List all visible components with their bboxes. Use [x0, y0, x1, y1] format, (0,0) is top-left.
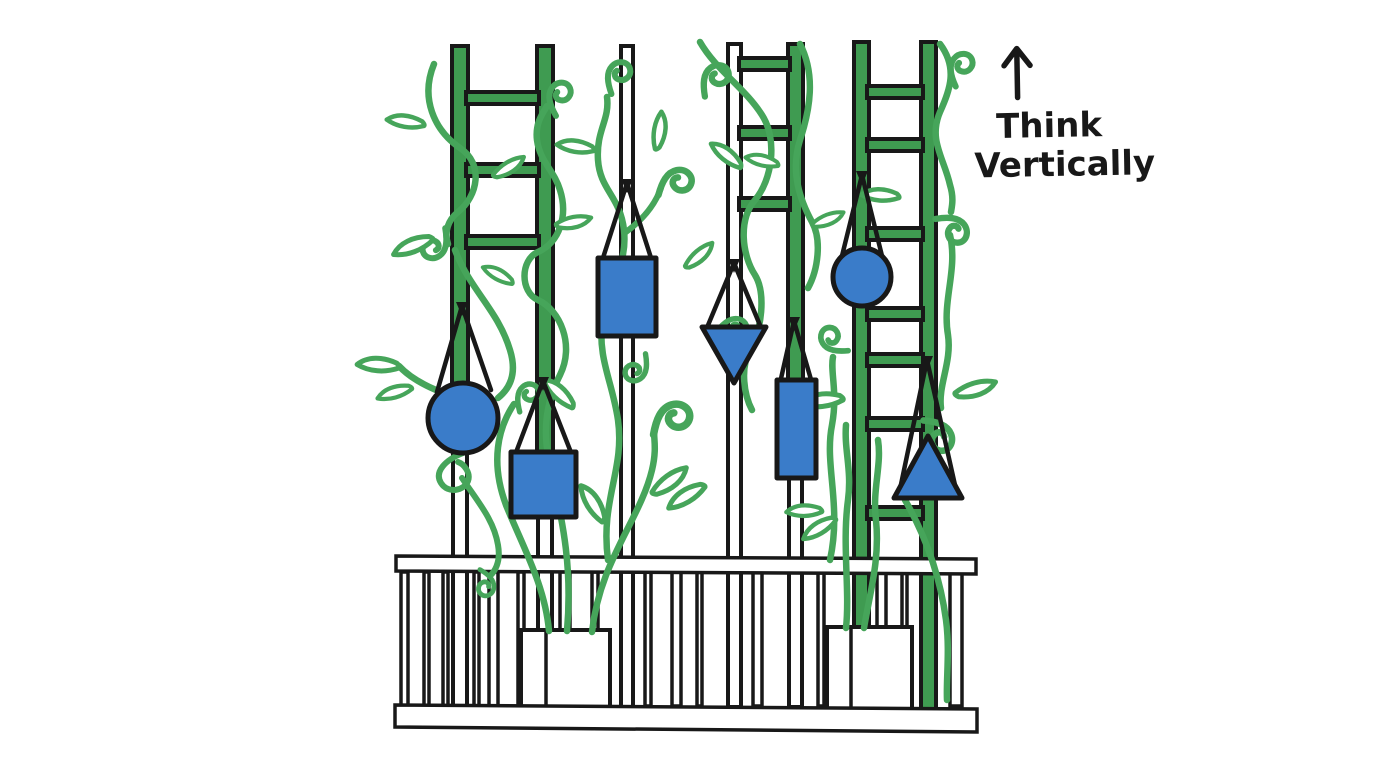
planter-circle — [425, 380, 501, 456]
annotation: Think Vertically — [974, 45, 1156, 186]
hanging-planter-rectangle — [774, 317, 819, 481]
planter-pot — [519, 628, 612, 712]
floor-planter-left — [519, 628, 612, 712]
ladder-rung — [737, 56, 792, 72]
vine-stem — [451, 246, 517, 402]
vine-leaf — [378, 376, 413, 409]
hanging-planter-circle-left — [425, 302, 501, 456]
hanger-knot — [728, 259, 740, 273]
hanger-string — [512, 378, 575, 458]
vine-stem — [826, 353, 838, 564]
baluster — [816, 570, 826, 708]
railing-bottom-rail — [393, 703, 979, 734]
hanger-string — [777, 318, 815, 386]
vine-stem — [860, 436, 883, 632]
hanger-knot — [621, 179, 633, 193]
baluster — [422, 570, 431, 708]
vine-leaf — [684, 243, 713, 268]
hanger-knot — [788, 317, 800, 331]
hanger-string — [434, 303, 494, 395]
planter-triangle — [699, 324, 769, 386]
hanger-knot — [856, 171, 868, 185]
baluster — [441, 570, 450, 708]
hanging-planter-square-pole — [595, 179, 659, 339]
vine-stem — [842, 421, 853, 632]
vine-stem — [588, 423, 659, 636]
vine-curl — [935, 214, 968, 246]
planter-pot — [825, 625, 914, 711]
vine-curl — [654, 401, 692, 440]
vine-stem — [937, 231, 956, 412]
baluster — [670, 570, 683, 708]
baluster — [399, 570, 410, 708]
ladder-rung — [865, 416, 925, 432]
annotation-line-1: Think — [996, 105, 1104, 147]
ladder-rung — [865, 352, 925, 368]
vine-leaf — [576, 486, 608, 523]
floor-planter-right — [825, 625, 914, 711]
baluster — [948, 570, 964, 708]
vine-stem — [901, 496, 952, 704]
ladder-rung — [865, 226, 925, 242]
ladder-rung — [865, 84, 925, 100]
hanger-string — [837, 172, 887, 267]
ladder-rung — [737, 125, 792, 141]
vine-stem — [792, 40, 821, 292]
baluster — [751, 570, 764, 708]
ladder-rung — [865, 306, 925, 322]
vine-stem — [435, 450, 502, 579]
ladder-rung — [464, 234, 541, 250]
baluster — [695, 570, 704, 708]
ladder-rail — [786, 42, 805, 436]
vine-leaf — [639, 112, 678, 151]
ladder-rail — [852, 40, 871, 632]
hanging-planter-circle-right — [830, 171, 894, 309]
planter-square — [595, 255, 659, 339]
planter-triangle — [891, 433, 965, 501]
hanger-string — [703, 260, 765, 333]
planter-circle — [830, 245, 894, 309]
vine-curl — [658, 166, 694, 203]
vine-stem — [425, 60, 479, 248]
hanger-knot — [921, 356, 933, 370]
up-arrow-icon — [1001, 45, 1033, 101]
ladder-rung — [464, 90, 541, 106]
vine-leaf — [557, 128, 596, 167]
vine-curl — [820, 326, 848, 353]
annotation-line-2: Vertically — [974, 143, 1155, 186]
hanging-planter-triangle-up — [891, 356, 965, 501]
hanger-string — [599, 180, 655, 264]
hanging-planter-triangle-down — [699, 259, 769, 386]
planter-square — [508, 449, 579, 520]
vine-leaf — [387, 103, 426, 142]
vine-stem — [494, 400, 553, 635]
planter-rectangle — [774, 377, 819, 481]
hanger-knot — [537, 377, 549, 391]
hanging-planter-square-left — [508, 377, 579, 520]
vine-leaf — [954, 369, 995, 408]
ladder-rung — [865, 137, 925, 153]
vine-leaf — [483, 259, 514, 292]
vine-leaf — [357, 344, 400, 387]
baluster — [643, 570, 653, 708]
hanger-knot — [456, 302, 468, 316]
hanger-string — [896, 357, 960, 497]
